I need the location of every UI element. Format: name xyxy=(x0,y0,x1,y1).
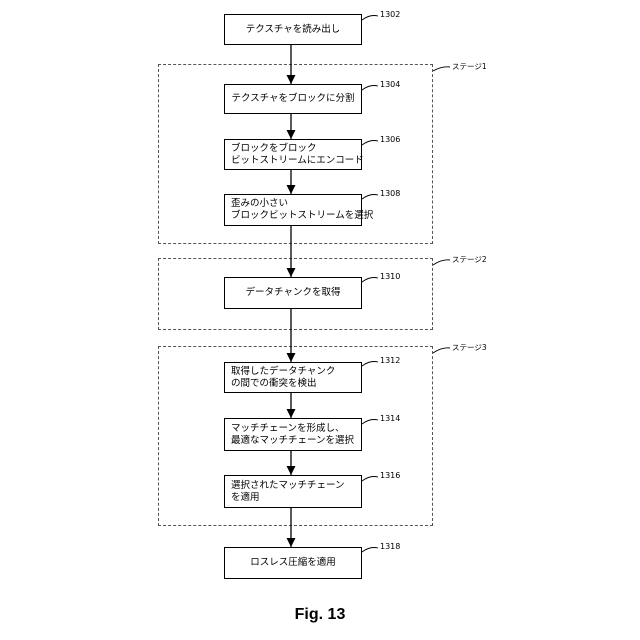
leader-1316 xyxy=(362,477,378,482)
ref-label-1306: 1306 xyxy=(380,135,400,144)
step-text: テクスチャを読み出し xyxy=(246,24,341,36)
step-box-divide-blocks: テクスチャをブロックに分割 xyxy=(224,84,362,114)
step-text: ブロックをブロック ビットストリームにエンコード xyxy=(231,143,364,167)
ref-label-1310: 1310 xyxy=(380,272,400,281)
stage-3-label: ステージ3 xyxy=(452,343,487,352)
leader-stage-1 xyxy=(433,67,450,71)
step-box-read-texture: テクスチャを読み出し xyxy=(224,14,362,45)
ref-label-1314: 1314 xyxy=(380,414,400,423)
ref-label-1304: 1304 xyxy=(380,80,400,89)
leader-1312 xyxy=(362,362,378,367)
leader-1310 xyxy=(362,278,378,283)
ref-label-1302: 1302 xyxy=(380,10,400,19)
step-text: マッチチェーンを形成し、 最適なマッチチェーンを選択 xyxy=(231,423,354,447)
leader-stage-2 xyxy=(433,260,450,265)
ref-label-1312: 1312 xyxy=(380,356,400,365)
step-text: データチャンクを取得 xyxy=(246,287,341,299)
leader-1304 xyxy=(362,86,378,91)
step-text: 取得したデータチャンク の間での衝突を検出 xyxy=(231,366,335,390)
stage-1-label: ステージ1 xyxy=(452,62,487,71)
leader-1306 xyxy=(362,141,378,146)
step-text: ロスレス圧縮を適用 xyxy=(250,557,336,569)
step-text: 選択されたマッチチェーン を適用 xyxy=(231,480,345,504)
ref-label-1316: 1316 xyxy=(380,471,400,480)
ref-label-1308: 1308 xyxy=(380,189,400,198)
step-box-select-low-distortion: 歪みの小さい ブロックビットストリームを選択 xyxy=(224,194,362,226)
step-box-encode-blocks: ブロックをブロック ビットストリームにエンコード xyxy=(224,139,362,170)
leader-1302 xyxy=(362,16,378,21)
step-box-lossless-compression: ロスレス圧縮を適用 xyxy=(224,547,362,579)
step-box-detect-collisions: 取得したデータチャンク の間での衝突を検出 xyxy=(224,362,362,393)
leader-1314 xyxy=(362,420,378,425)
step-box-apply-match-chain: 選択されたマッチチェーン を適用 xyxy=(224,475,362,508)
step-text: テクスチャをブロックに分割 xyxy=(231,93,354,105)
step-text: 歪みの小さい ブロックビットストリームを選択 xyxy=(231,198,373,222)
leader-stage-3 xyxy=(433,348,450,353)
step-box-form-match-chains: マッチチェーンを形成し、 最適なマッチチェーンを選択 xyxy=(224,418,362,451)
figure-caption: Fig. 13 xyxy=(0,606,640,624)
ref-label-1318: 1318 xyxy=(380,542,400,551)
stage-2-label: ステージ2 xyxy=(452,255,487,264)
leader-1318 xyxy=(362,548,378,553)
step-box-get-data-chunks: データチャンクを取得 xyxy=(224,277,362,309)
